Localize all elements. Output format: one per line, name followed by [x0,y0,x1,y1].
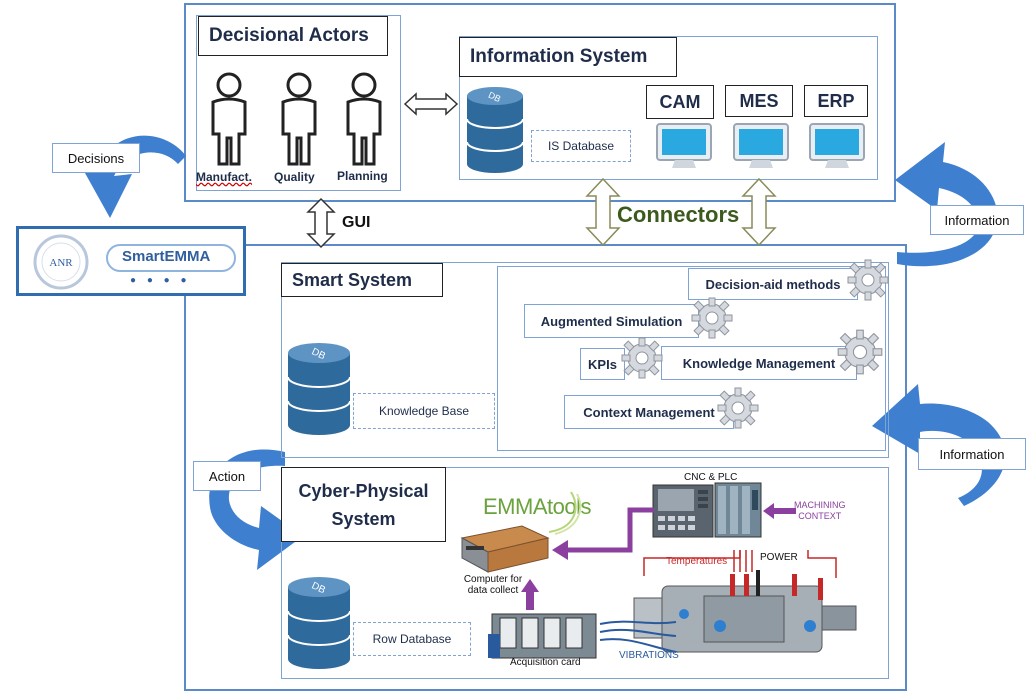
connectors-label: Connectors [617,202,740,227]
cam-label: CAM [646,85,714,119]
cps-title: Cyber-Physical System [281,467,446,542]
machining-context-line1: MACHINING [794,500,846,510]
acquisition-card-icon [488,613,597,659]
method-context-management: Context Management [564,395,734,429]
top-frame [184,3,896,202]
power-label: POWER [760,552,798,563]
actor-planning-label: Planning [337,169,388,183]
method-knowledge-management: Knowledge Management [661,346,857,380]
computer-label: Computer for data collect [458,574,528,596]
computer-label-line2: data collect [467,585,519,596]
plc-module-icon [714,482,762,538]
is-database-icon: DB [466,87,524,173]
kb-db-text: DB [310,346,328,362]
sensor-wires [643,550,837,578]
mes-monitor-icon [733,123,789,168]
cam-monitor-icon [656,123,712,168]
gear-icon-knowledge [837,329,883,375]
cnc-to-computer-arrow [552,507,654,560]
decisions-curved-arrow [80,135,186,218]
method-augmented-simulation: Augmented Simulation [524,304,699,338]
actor-quality-icon [281,72,317,166]
connector-arrow-right [741,177,777,247]
emmatools-swoosh [548,491,582,535]
method-decision-aid: Decision-aid methods [688,268,858,300]
decisional-actors-title: Decisional Actors [198,16,388,56]
gear-icon-kpis [621,337,663,379]
information-bottom-label: Information [918,438,1026,470]
actor-manufact-icon [211,72,247,166]
temperatures-label: Temperatures [666,556,728,567]
method-kpis: KPIs [580,348,625,380]
gui-arrow [306,197,336,249]
gui-label: GUI [342,214,371,231]
cps-title-line1: Cyber-Physical [298,480,429,501]
row-db-text: DB [310,580,328,596]
gear-icon-decision [847,259,889,301]
information-bottom-curved-arrow [872,384,1006,506]
information-top-curved-arrow [895,142,998,267]
smart-system-title: Smart System [281,263,443,297]
computer-label-line1: Computer for [463,574,523,585]
actor-planning-icon [346,72,382,166]
anr-logo: ANR [33,234,89,290]
actors-is-arrow [403,92,459,116]
bottom-frame [184,244,907,691]
cps-title-line2: System [331,508,396,529]
data-collect-computer-icon [460,525,550,573]
gear-icon-simulation [691,297,733,339]
vibration-wires [599,620,677,653]
decisions-label: Decisions [52,143,140,173]
action-label: Action [193,461,261,491]
cnc-panel-icon [652,484,714,538]
smart-system-panel [281,262,889,458]
cnc-plc-label: CNC & PLC [684,472,738,483]
knowledge-base-db-icon: DB [287,343,351,435]
decisional-actors-panel [196,15,401,191]
cps-panel [281,467,889,679]
acquisition-card-label: Acquisition card [510,657,581,668]
actor-quality-label: Quality [274,170,315,184]
smartemma-text: SmartEMMA [122,248,211,265]
row-database-db-icon: DB [287,577,351,669]
machining-context-label: MACHINING CONTEXT [794,500,846,522]
information-system-panel [459,36,878,180]
acquisition-to-computer-arrow [521,579,539,610]
machining-context-line2: CONTEXT [798,511,842,521]
information-system-title: Information System [459,37,677,77]
smartemma-dots: ● ● ● ● [130,275,191,286]
knowledge-base-label: Knowledge Base [353,393,495,429]
machining-context-arrow [763,503,796,519]
methods-panel [497,266,886,451]
erp-monitor-icon [809,123,865,168]
mes-label: MES [725,85,793,117]
is-database-label: IS Database [531,130,631,162]
anr-text: ANR [49,257,73,269]
smartemma-logo [106,244,236,272]
gear-icon-context [717,387,759,429]
is-db-text: DB [487,90,503,104]
vibrations-label: VIBRATIONS [619,650,679,661]
information-top-label: Information [930,205,1024,235]
erp-label: ERP [804,85,868,117]
actor-manufact-label: Manufact. [196,170,253,184]
row-database-label: Row Database [353,622,471,656]
connector-arrow-left [585,177,621,247]
